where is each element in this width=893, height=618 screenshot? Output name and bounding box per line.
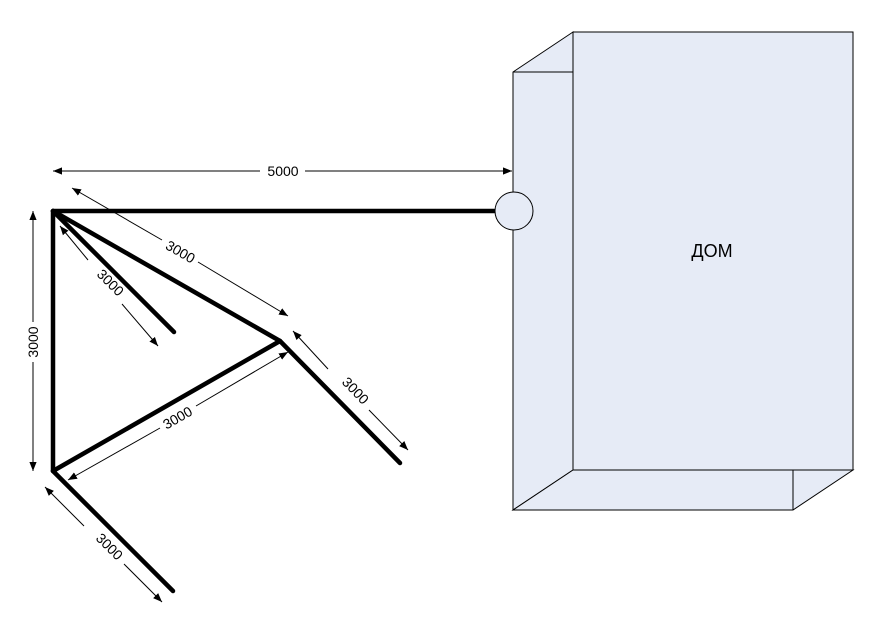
house: ДОМ xyxy=(511,31,855,511)
dim-line-diag-short-b xyxy=(121,303,159,347)
dim-label-left: 3000 xyxy=(25,326,41,357)
pipe-cross xyxy=(50,338,283,474)
dim-line-diag-short-a xyxy=(59,225,89,261)
pipe-diag-upper xyxy=(50,208,283,344)
dimension-lines xyxy=(29,167,512,603)
house-inner-edge xyxy=(513,71,574,470)
dim-line-cross-b xyxy=(195,351,289,407)
dim-label-diag-right: 3000 xyxy=(339,374,372,408)
pipe-diag-short xyxy=(50,208,177,335)
dim-label-diag-upper: 3000 xyxy=(163,237,198,267)
pipe-diag-right xyxy=(277,338,403,466)
dim-line-diag-right-a xyxy=(292,330,329,370)
dim-line-cross-a xyxy=(67,427,161,481)
dim-line-diag-upper-a xyxy=(71,187,163,241)
pipes xyxy=(50,208,498,594)
dim-line-diag-upper-b xyxy=(197,261,289,317)
dim-label-top: 5000 xyxy=(267,163,298,179)
pipe-diag-lower xyxy=(50,468,176,594)
house-bottom-face xyxy=(511,469,855,511)
dim-label-diag-short: 3000 xyxy=(94,266,127,299)
dim-line-diag-lower-b xyxy=(123,563,163,603)
dim-label-diag-lower: 3000 xyxy=(93,530,126,563)
house-left-face xyxy=(512,31,574,511)
house-front-face xyxy=(572,31,854,471)
dim-line-diag-lower-a xyxy=(44,486,85,527)
house-connection-node xyxy=(494,191,534,231)
house-label: ДОМ xyxy=(691,241,732,261)
dim-line-diag-right-b xyxy=(368,409,409,451)
